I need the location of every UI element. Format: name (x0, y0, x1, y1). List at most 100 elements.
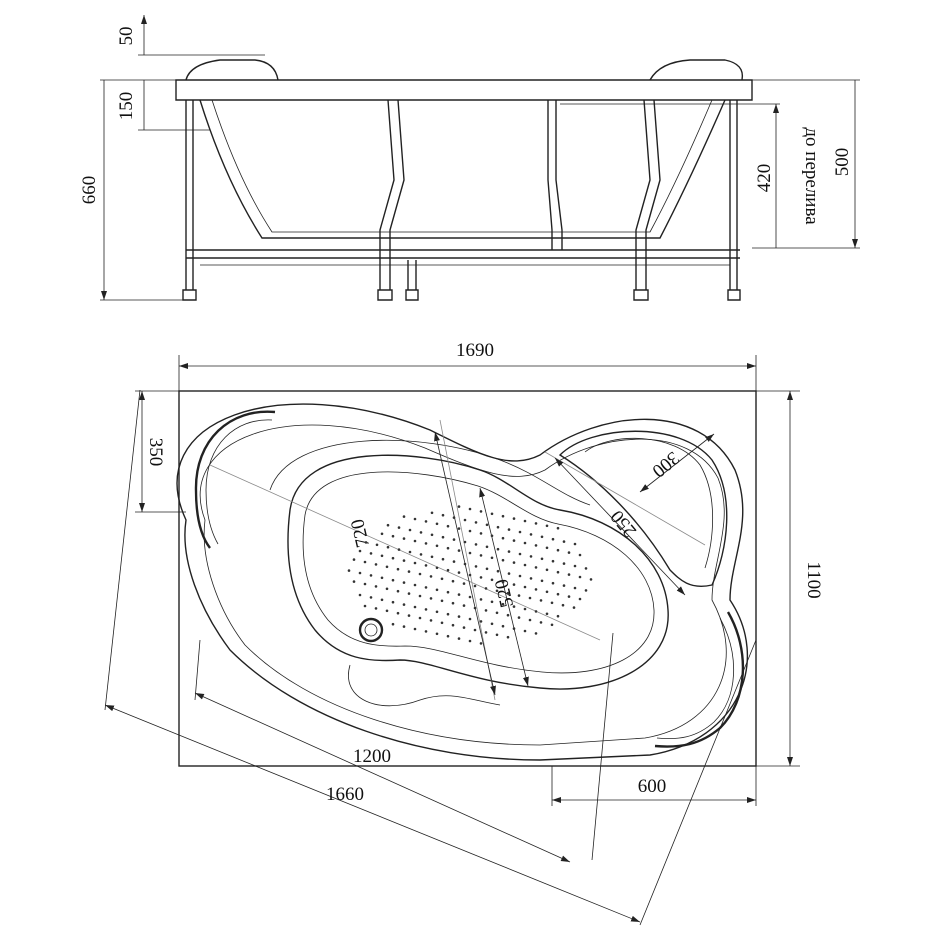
bowl-dot (391, 556, 395, 560)
drain-icon (358, 617, 384, 643)
bowl-inner (302, 471, 655, 674)
bowl-dot (512, 561, 516, 564)
bowl-dot (573, 586, 577, 590)
bowl-dot (468, 551, 472, 555)
top-view: 1690 1100 350 600 1200 1660 720 520 300 (104, 340, 824, 926)
dim-headrest-drop: 150 (116, 92, 137, 121)
bowl-dot (413, 539, 417, 543)
dim-diagonal-length: 1660 (326, 784, 364, 805)
bowl-dot (495, 611, 499, 615)
bowl-dot (429, 597, 433, 600)
bowl-dot (517, 594, 521, 597)
bowl-dot (518, 530, 522, 534)
bowl-dot (358, 571, 362, 575)
bowl-dot (562, 584, 566, 587)
bowl-dot (562, 540, 566, 543)
bowl-dot (380, 554, 384, 558)
bowl-dot (534, 544, 538, 547)
bowl-dot (468, 639, 472, 643)
bowl-dot (534, 522, 538, 525)
bowl-dot (385, 609, 389, 613)
right-handle (654, 611, 745, 748)
bowl-dot (380, 576, 384, 580)
dim-bowl-width: 720 (347, 517, 374, 549)
bowl-dot (440, 621, 444, 625)
bowl-dot (518, 574, 522, 578)
bowl-dot (457, 593, 461, 596)
bowl-dot (507, 550, 511, 553)
bowl-dot (501, 558, 505, 562)
bowl-dot (534, 610, 538, 613)
bowl-dot (396, 567, 400, 571)
left-handle (194, 410, 276, 549)
bowl-dot (419, 531, 423, 534)
bowl-dot (413, 583, 417, 587)
right-headrest (649, 59, 744, 81)
dim-seat-depth: 250 (607, 506, 641, 541)
bowl-dot (435, 522, 439, 526)
frame-leg (547, 100, 563, 250)
bowl-dot (551, 581, 555, 585)
bowl-dot (562, 562, 566, 565)
bowl-dot (529, 577, 533, 580)
bowl-dot (419, 553, 423, 556)
bowl-dot (540, 535, 544, 539)
bowl-dot (413, 605, 417, 609)
bowl-dot (501, 602, 505, 606)
bowl-dot (407, 592, 411, 595)
bowl-dot (495, 589, 499, 593)
bowl-dot (402, 581, 406, 584)
bowl-dot (490, 600, 494, 604)
bowl-dot (352, 558, 356, 561)
bowl-dot (386, 523, 390, 527)
tub-rim-inner (199, 424, 727, 746)
bowl-dot (534, 632, 538, 635)
bowl-dot (474, 521, 478, 524)
bowl-dot (457, 615, 461, 618)
bowl-dot (446, 590, 450, 594)
bowl-dot (462, 604, 466, 607)
bowl-dot (490, 534, 494, 538)
bowl-dot (402, 603, 406, 606)
frame-leg (185, 100, 194, 290)
bowl-dot (363, 560, 367, 564)
bowl-dot (518, 552, 522, 556)
bowl-dot (446, 546, 450, 550)
bowl-dot (523, 563, 527, 567)
bowl-dot (473, 606, 477, 610)
bowl-dot (540, 579, 544, 583)
frame-crossbar (186, 249, 740, 259)
bowl-dot (556, 570, 560, 574)
bowl-dot (534, 588, 538, 591)
bowl-dot (457, 505, 461, 508)
bowl-dot (506, 591, 510, 595)
bowl-dot (479, 598, 483, 601)
bowl-dot (457, 571, 461, 574)
bowl-dot (424, 520, 428, 523)
bowl-dot (407, 570, 411, 573)
bowl-dot (523, 629, 527, 633)
bowl-dot (369, 574, 373, 577)
bowl-dot (539, 599, 543, 602)
bowl-dot (418, 616, 422, 620)
bowl-dot (430, 555, 434, 559)
bowl-dot (451, 579, 455, 583)
bowl-dot (364, 541, 368, 544)
bowl-dot (446, 634, 450, 638)
bowl-dot (474, 565, 478, 568)
bowl-dot (408, 528, 412, 532)
bowl-dot (501, 536, 505, 540)
bowl-dot (385, 587, 389, 591)
bowl-dot (396, 589, 400, 593)
bowl-dot (386, 545, 390, 549)
bowl-dot (567, 573, 571, 576)
bowl-dot (545, 590, 549, 594)
bowl-dot (484, 609, 488, 612)
bowl-dot (496, 569, 500, 573)
bowl-dot (512, 517, 516, 520)
bowl-dot (424, 630, 428, 633)
bowl-dot (474, 543, 478, 546)
bowl-dot (369, 596, 373, 599)
